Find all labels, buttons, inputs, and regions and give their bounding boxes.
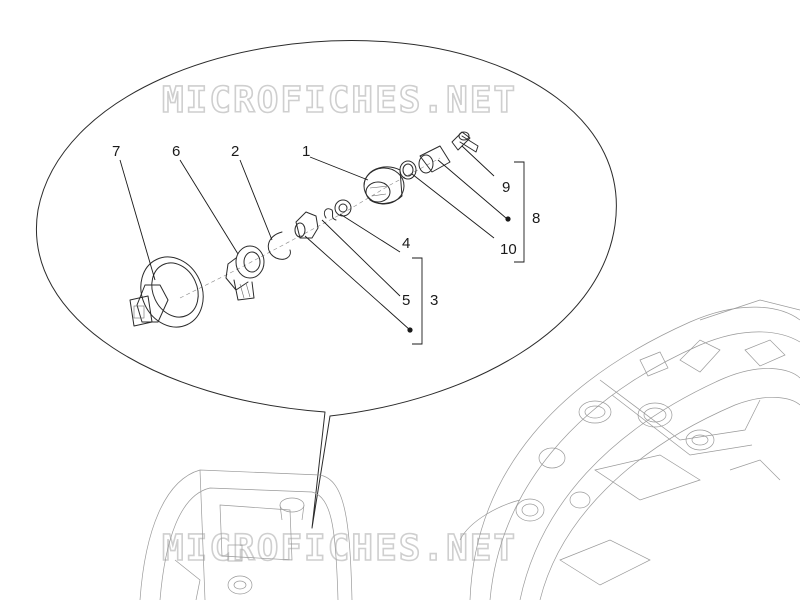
callout-4: 4	[402, 235, 410, 252]
washer	[334, 199, 352, 217]
part-2-clip	[267, 231, 291, 260]
part-5-cam	[294, 211, 319, 239]
bracket-group-8	[514, 161, 525, 263]
leader-lines	[119, 145, 511, 333]
part-1-lock-body	[363, 166, 405, 205]
scooter-body	[139, 469, 353, 600]
callout-8: 8	[532, 210, 540, 227]
callout-10: 10	[500, 241, 517, 258]
bracket-group-3	[412, 257, 423, 345]
part-7-switch-housing	[129, 256, 204, 328]
callout-9: 9	[502, 179, 510, 196]
callout-3: 3	[430, 292, 438, 309]
watermark-bottom: MICROFICHES.NET	[162, 528, 517, 569]
callout-6: 6	[172, 143, 180, 160]
part-9-lock-cylinder	[418, 131, 479, 174]
callout-7: 7	[112, 143, 120, 160]
callout-5: 5	[402, 292, 410, 309]
scooter-frame	[459, 299, 800, 600]
callout-1: 1	[302, 143, 310, 160]
assembly-axis	[179, 157, 441, 299]
watermark-top: MICROFICHES.NET	[162, 80, 517, 121]
detail-balloon	[35, 40, 617, 529]
part-4-spring	[323, 208, 337, 221]
part-10-o-ring	[399, 160, 417, 180]
callout-2: 2	[231, 143, 239, 160]
part-6-ignition-switch	[225, 245, 265, 301]
